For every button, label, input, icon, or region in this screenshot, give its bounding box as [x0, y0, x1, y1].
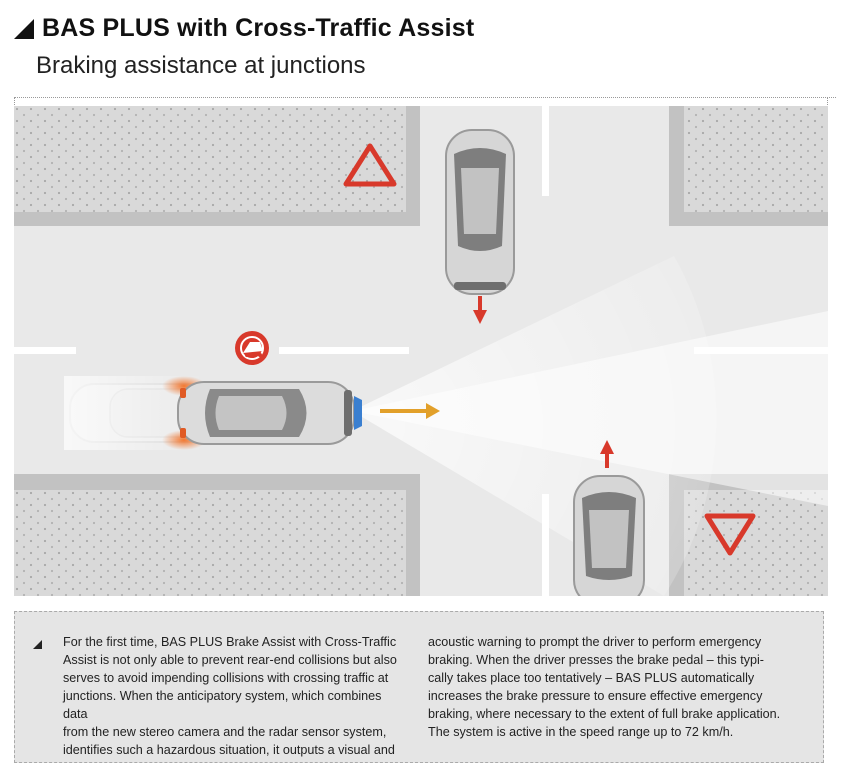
collision-warning-icon	[235, 331, 269, 365]
page-subtitle: Braking assistance at junctions	[36, 52, 366, 79]
description-column-left: For the first time, BAS PLUS Brake Assis…	[63, 635, 397, 757]
block-top-right	[669, 106, 828, 226]
header: BAS PLUS with Cross-Traffic Assist	[14, 14, 474, 43]
junction-illustration	[14, 106, 828, 596]
divider-tick-left	[14, 97, 15, 105]
yield-triangle-icon	[704, 513, 756, 556]
title-triangle-icon	[14, 18, 34, 39]
crossing-car-top-arrow	[473, 296, 487, 324]
page-title: BAS PLUS with Cross-Traffic Assist	[42, 14, 475, 42]
ego-direction-arrow	[380, 403, 440, 419]
crossing-car-bottom	[573, 475, 645, 596]
description-box: For the first time, BAS PLUS Brake Assis…	[14, 611, 824, 763]
block-top-left	[14, 106, 420, 226]
description-column-right: acoustic warning to prompt the driver to…	[428, 635, 781, 739]
block-bottom-left	[14, 474, 420, 596]
ego-car	[177, 381, 362, 445]
header-divider	[14, 97, 836, 98]
warning-triangle-icon	[343, 143, 397, 187]
divider-tick-right	[827, 97, 828, 105]
description-marker-icon	[33, 640, 42, 649]
crossing-car-top	[445, 129, 515, 295]
crossing-car-bottom-arrow	[600, 440, 614, 468]
